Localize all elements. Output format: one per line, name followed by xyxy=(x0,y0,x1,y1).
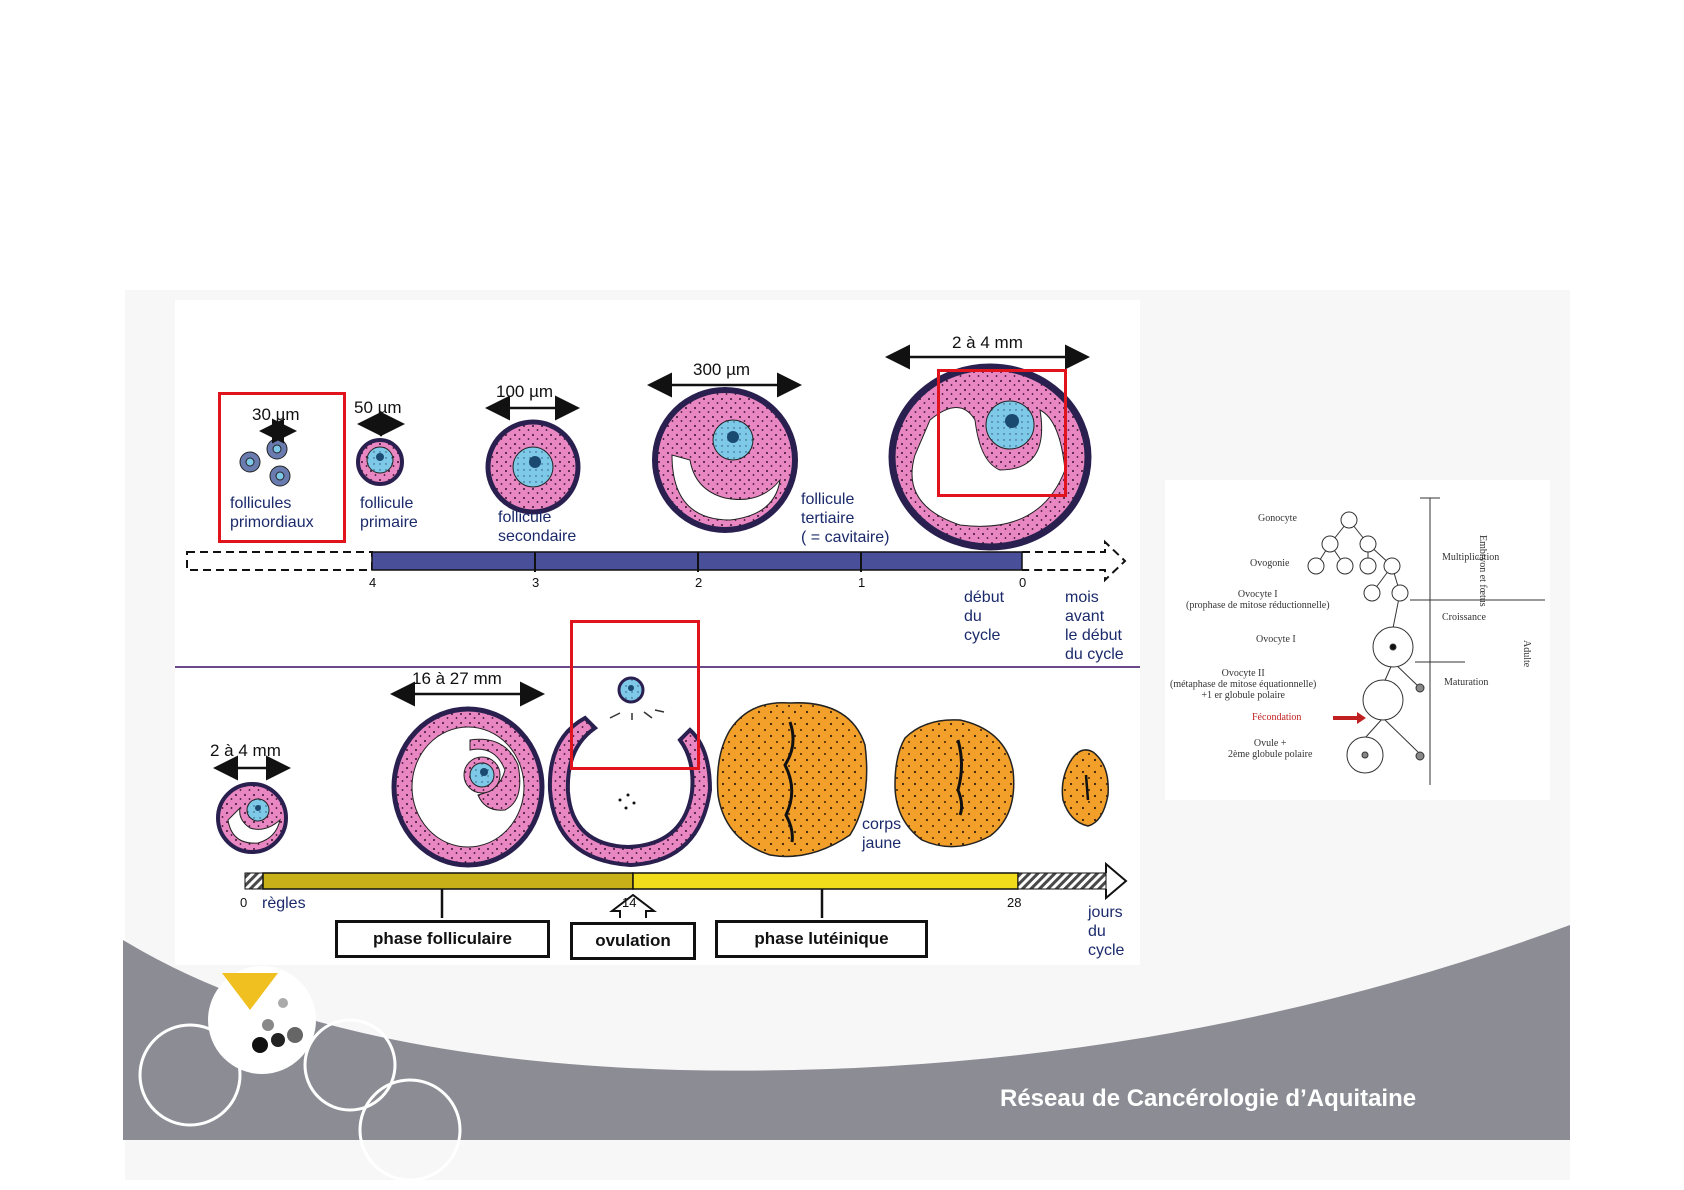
ovo-gonocyte: Gonocyte xyxy=(1258,513,1297,524)
ovo-period-embryon: Embryon et fœtus xyxy=(1477,535,1488,607)
footer-band xyxy=(123,925,1570,1140)
phase-luteal-box: phase lutéinique xyxy=(715,920,928,958)
ovo-period-adulte: Adulte xyxy=(1521,640,1532,668)
logo-dot-5 xyxy=(278,998,288,1008)
logo-dot-2 xyxy=(271,1033,285,1047)
tick-month-0: 0 xyxy=(1019,575,1027,590)
ovo-ovogonie: Ovogonie xyxy=(1250,558,1290,569)
footer-ring-2 xyxy=(303,1018,397,1112)
preovulatory-follicle xyxy=(391,706,545,868)
tick-day-0: 0 xyxy=(240,895,248,910)
tick-month-3: 3 xyxy=(532,575,540,590)
tick-day-14: 14 xyxy=(622,895,637,910)
ovo-fecondation: Fécondation xyxy=(1252,712,1302,723)
ovulating-follicle xyxy=(547,676,713,868)
phase-ovulation-box: ovulation xyxy=(570,922,696,960)
dim-label-100: 100 µm xyxy=(496,382,554,401)
dim-label-2-4: 2 à 4 mm xyxy=(952,333,1023,352)
primary-follicle xyxy=(356,438,404,486)
footer-ring-1 xyxy=(138,1023,242,1127)
tick-day-28: 28 xyxy=(1007,895,1022,910)
corpus-luteum-medium xyxy=(894,719,1015,848)
highlight-tertiary-oocyte xyxy=(937,369,1067,497)
corpus-albicans xyxy=(1061,749,1109,827)
phase-follicular-box: phase folliculaire xyxy=(335,920,550,958)
ovo-ovule: Ovule +2ème globule polaire xyxy=(1228,738,1313,760)
corpus-luteum-large xyxy=(716,701,868,858)
logo-dot-3 xyxy=(287,1027,303,1043)
ovo-ovocyte2: Ovocyte II(métaphase de mitose équationn… xyxy=(1170,668,1317,701)
highlight-ovulation xyxy=(570,620,700,770)
tick-month-4: 4 xyxy=(369,575,377,590)
highlight-primordial xyxy=(218,392,346,543)
ovo-ovocyte1-prophase: Ovocyte I(prophase de mitose réductionne… xyxy=(1186,589,1330,611)
footer-brand-text: Réseau de Cancérologie d’Aquitaine xyxy=(1000,1085,1417,1112)
logo-dot-4 xyxy=(262,1019,274,1031)
dim-label-30: 30 µm xyxy=(252,405,300,424)
tick-month-2: 2 xyxy=(695,575,703,590)
logo-dot-1 xyxy=(252,1037,268,1053)
days-timeline xyxy=(244,861,1128,918)
dim-label-300: 300 µm xyxy=(693,360,751,379)
small-follicle-bottom xyxy=(216,782,288,854)
footer-logo-disc xyxy=(208,966,316,1074)
ovo-phase-multiplication: Multiplication xyxy=(1442,552,1500,563)
primordial-follicles xyxy=(239,438,291,487)
dim-label-16-27: 16 à 27 mm xyxy=(412,669,502,688)
dim-label-50: 50 µm xyxy=(354,398,402,417)
tick-month-1: 1 xyxy=(858,575,866,590)
ovo-phase-croissance: Croissance xyxy=(1442,612,1486,623)
ovogenesis-tree xyxy=(1307,497,1545,785)
secondary-follicle xyxy=(485,419,581,515)
logo-mark xyxy=(222,973,278,1010)
footer-ring-3 xyxy=(358,1078,462,1182)
months-timeline xyxy=(186,539,1127,583)
tertiary-follicle-300 xyxy=(652,387,798,533)
label-regles: règles xyxy=(262,895,306,912)
ovo-ovocyte1: Ovocyte I xyxy=(1256,634,1296,645)
dim-label-2-4-bottom: 2 à 4 mm xyxy=(210,741,281,760)
ovo-phase-maturation: Maturation xyxy=(1444,677,1489,688)
